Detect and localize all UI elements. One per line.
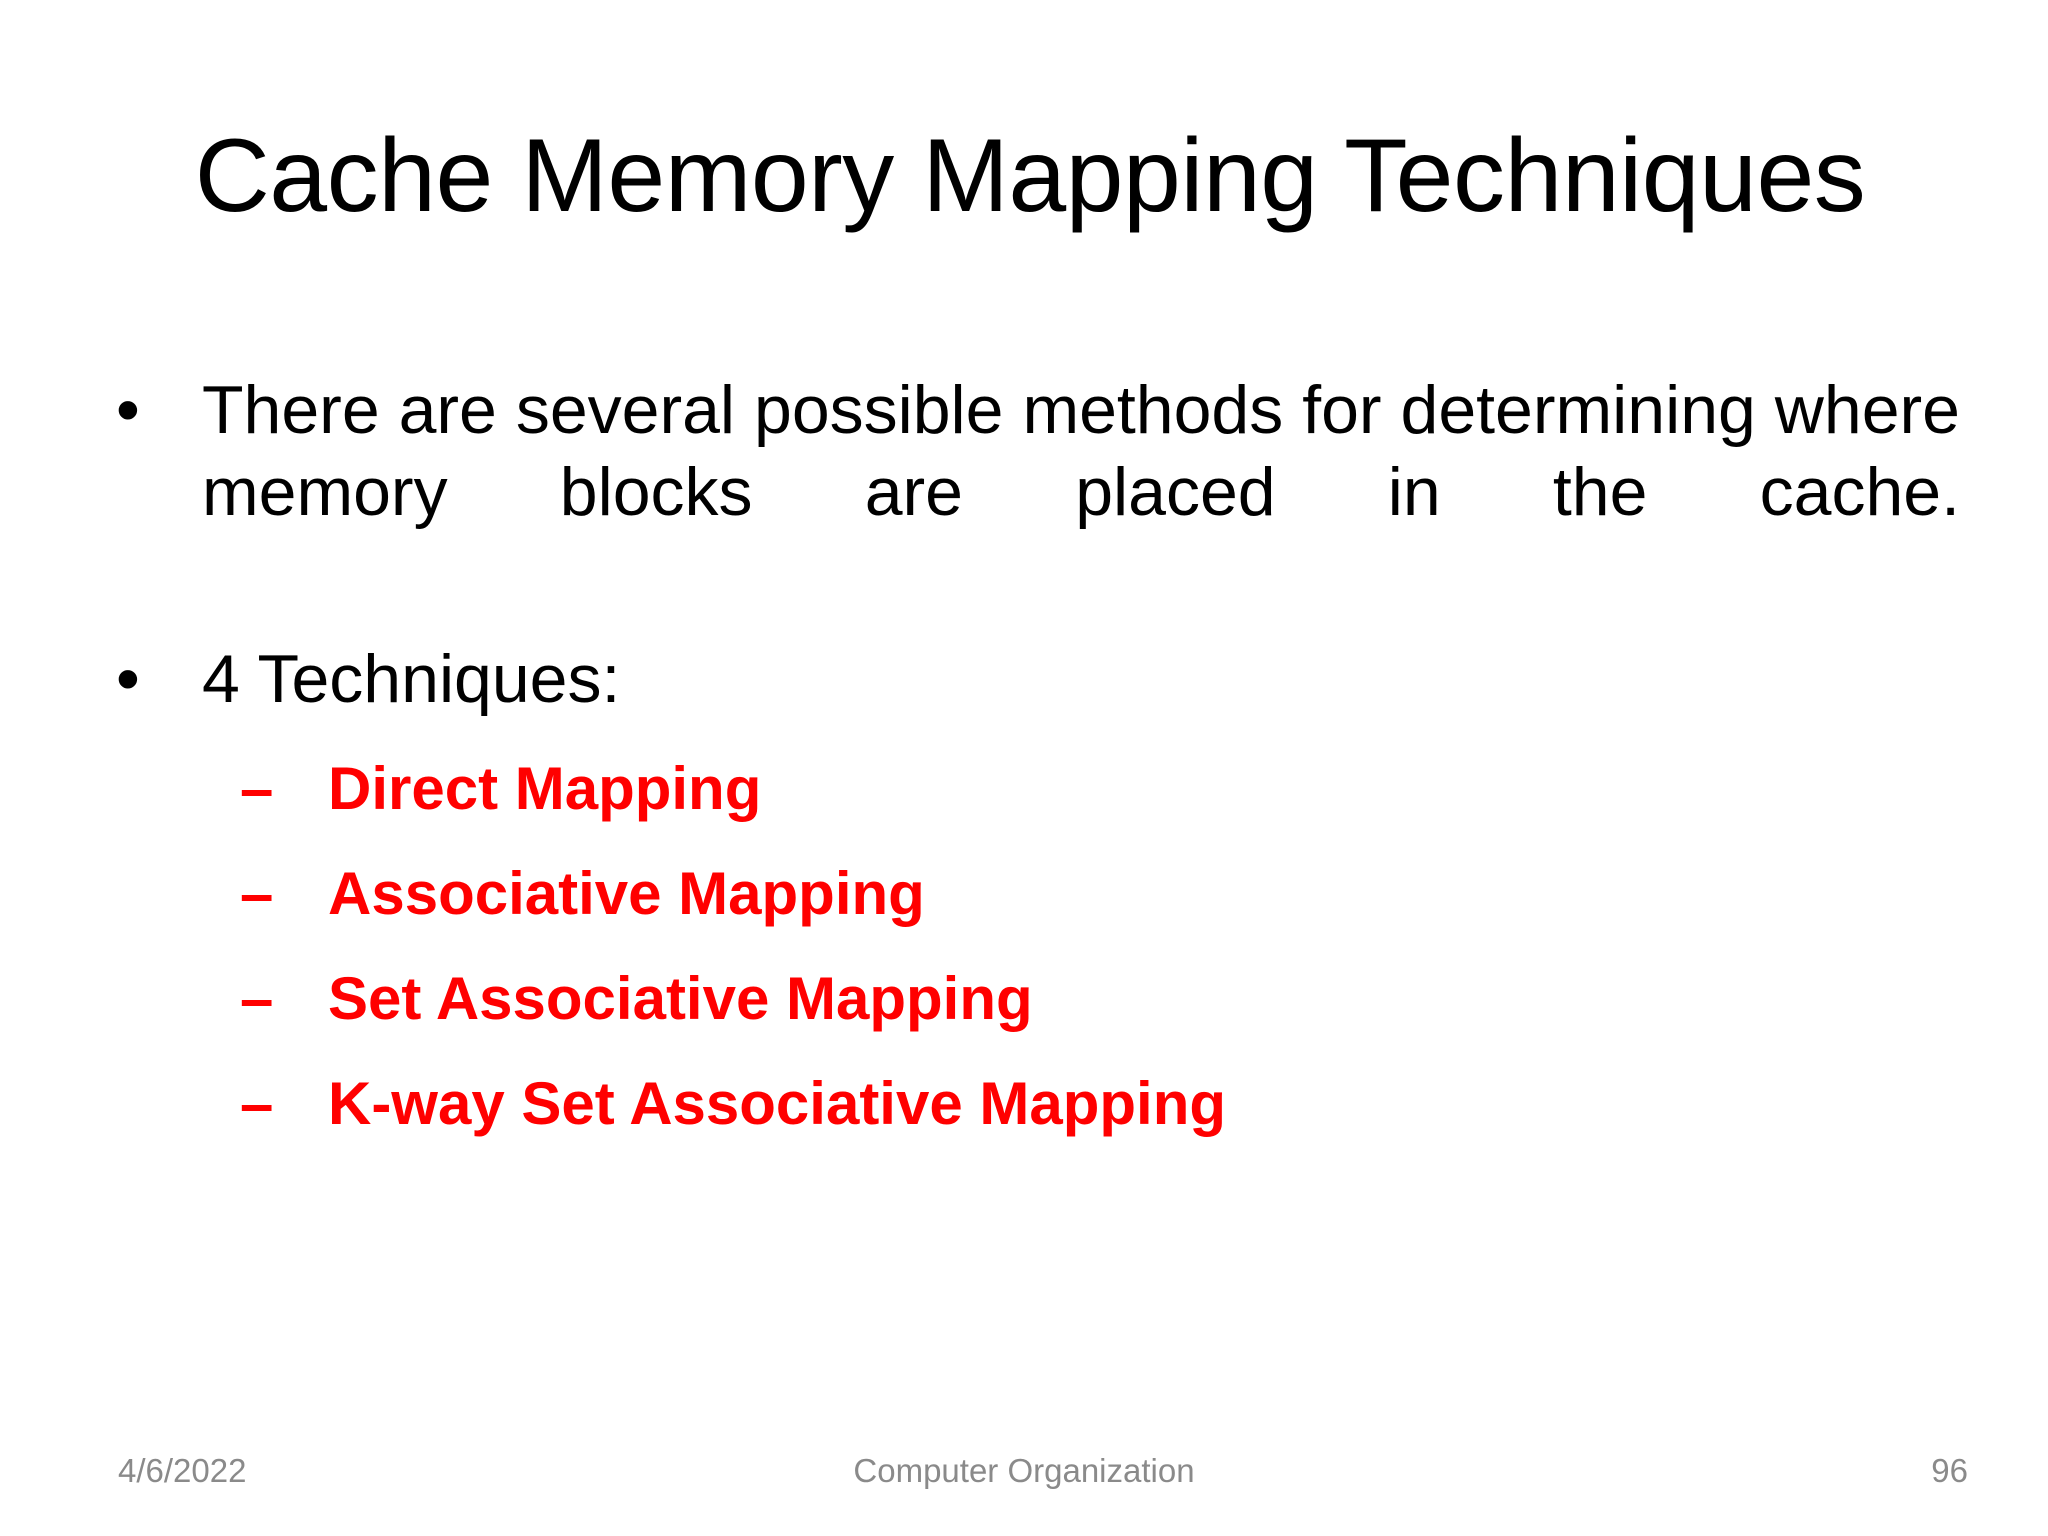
list-item-label: Direct Mapping <box>328 755 762 823</box>
techniques-list: – Direct Mapping – Associative Mapping –… <box>110 754 1960 1139</box>
bullet-dot-icon: • <box>116 640 140 717</box>
slide-footer: 4/6/2022 Computer Organization 96 <box>0 1452 2048 1512</box>
list-item: – Direct Mapping <box>110 754 1960 825</box>
footer-course-name: Computer Organization <box>853 1452 1195 1489</box>
list-item: – Associative Mapping <box>110 859 1960 930</box>
dash-icon: – <box>240 964 274 1032</box>
list-item: – K-way Set Associative Mapping <box>110 1069 1960 1140</box>
list-item-label: Associative Mapping <box>328 860 925 928</box>
list-item-label: Set Associative Mapping <box>328 964 1033 1032</box>
dash-icon: – <box>240 755 274 823</box>
dash-icon: – <box>240 860 274 928</box>
list-item: – Set Associative Mapping <box>110 964 1960 1035</box>
slide-number: 96 <box>1931 1452 1968 1489</box>
list-item-label: K-way Set Associative Mapping <box>328 1069 1227 1137</box>
bullet-dot-icon: • <box>116 372 140 448</box>
dash-icon: – <box>240 1069 274 1137</box>
bullet-item: • There are several possible methods for… <box>110 370 1960 615</box>
footer-date: 4/6/2022 <box>118 1452 247 1489</box>
bullet-item: • 4 Techniques: <box>110 639 1960 721</box>
bullet-text: There are several possible methods for d… <box>202 372 1960 530</box>
page-title: Cache Memory Mapping Techniques <box>194 118 1866 234</box>
slide-body: • There are several possible methods for… <box>110 370 1960 1140</box>
bullet-text: 4 Techniques: <box>202 640 621 717</box>
